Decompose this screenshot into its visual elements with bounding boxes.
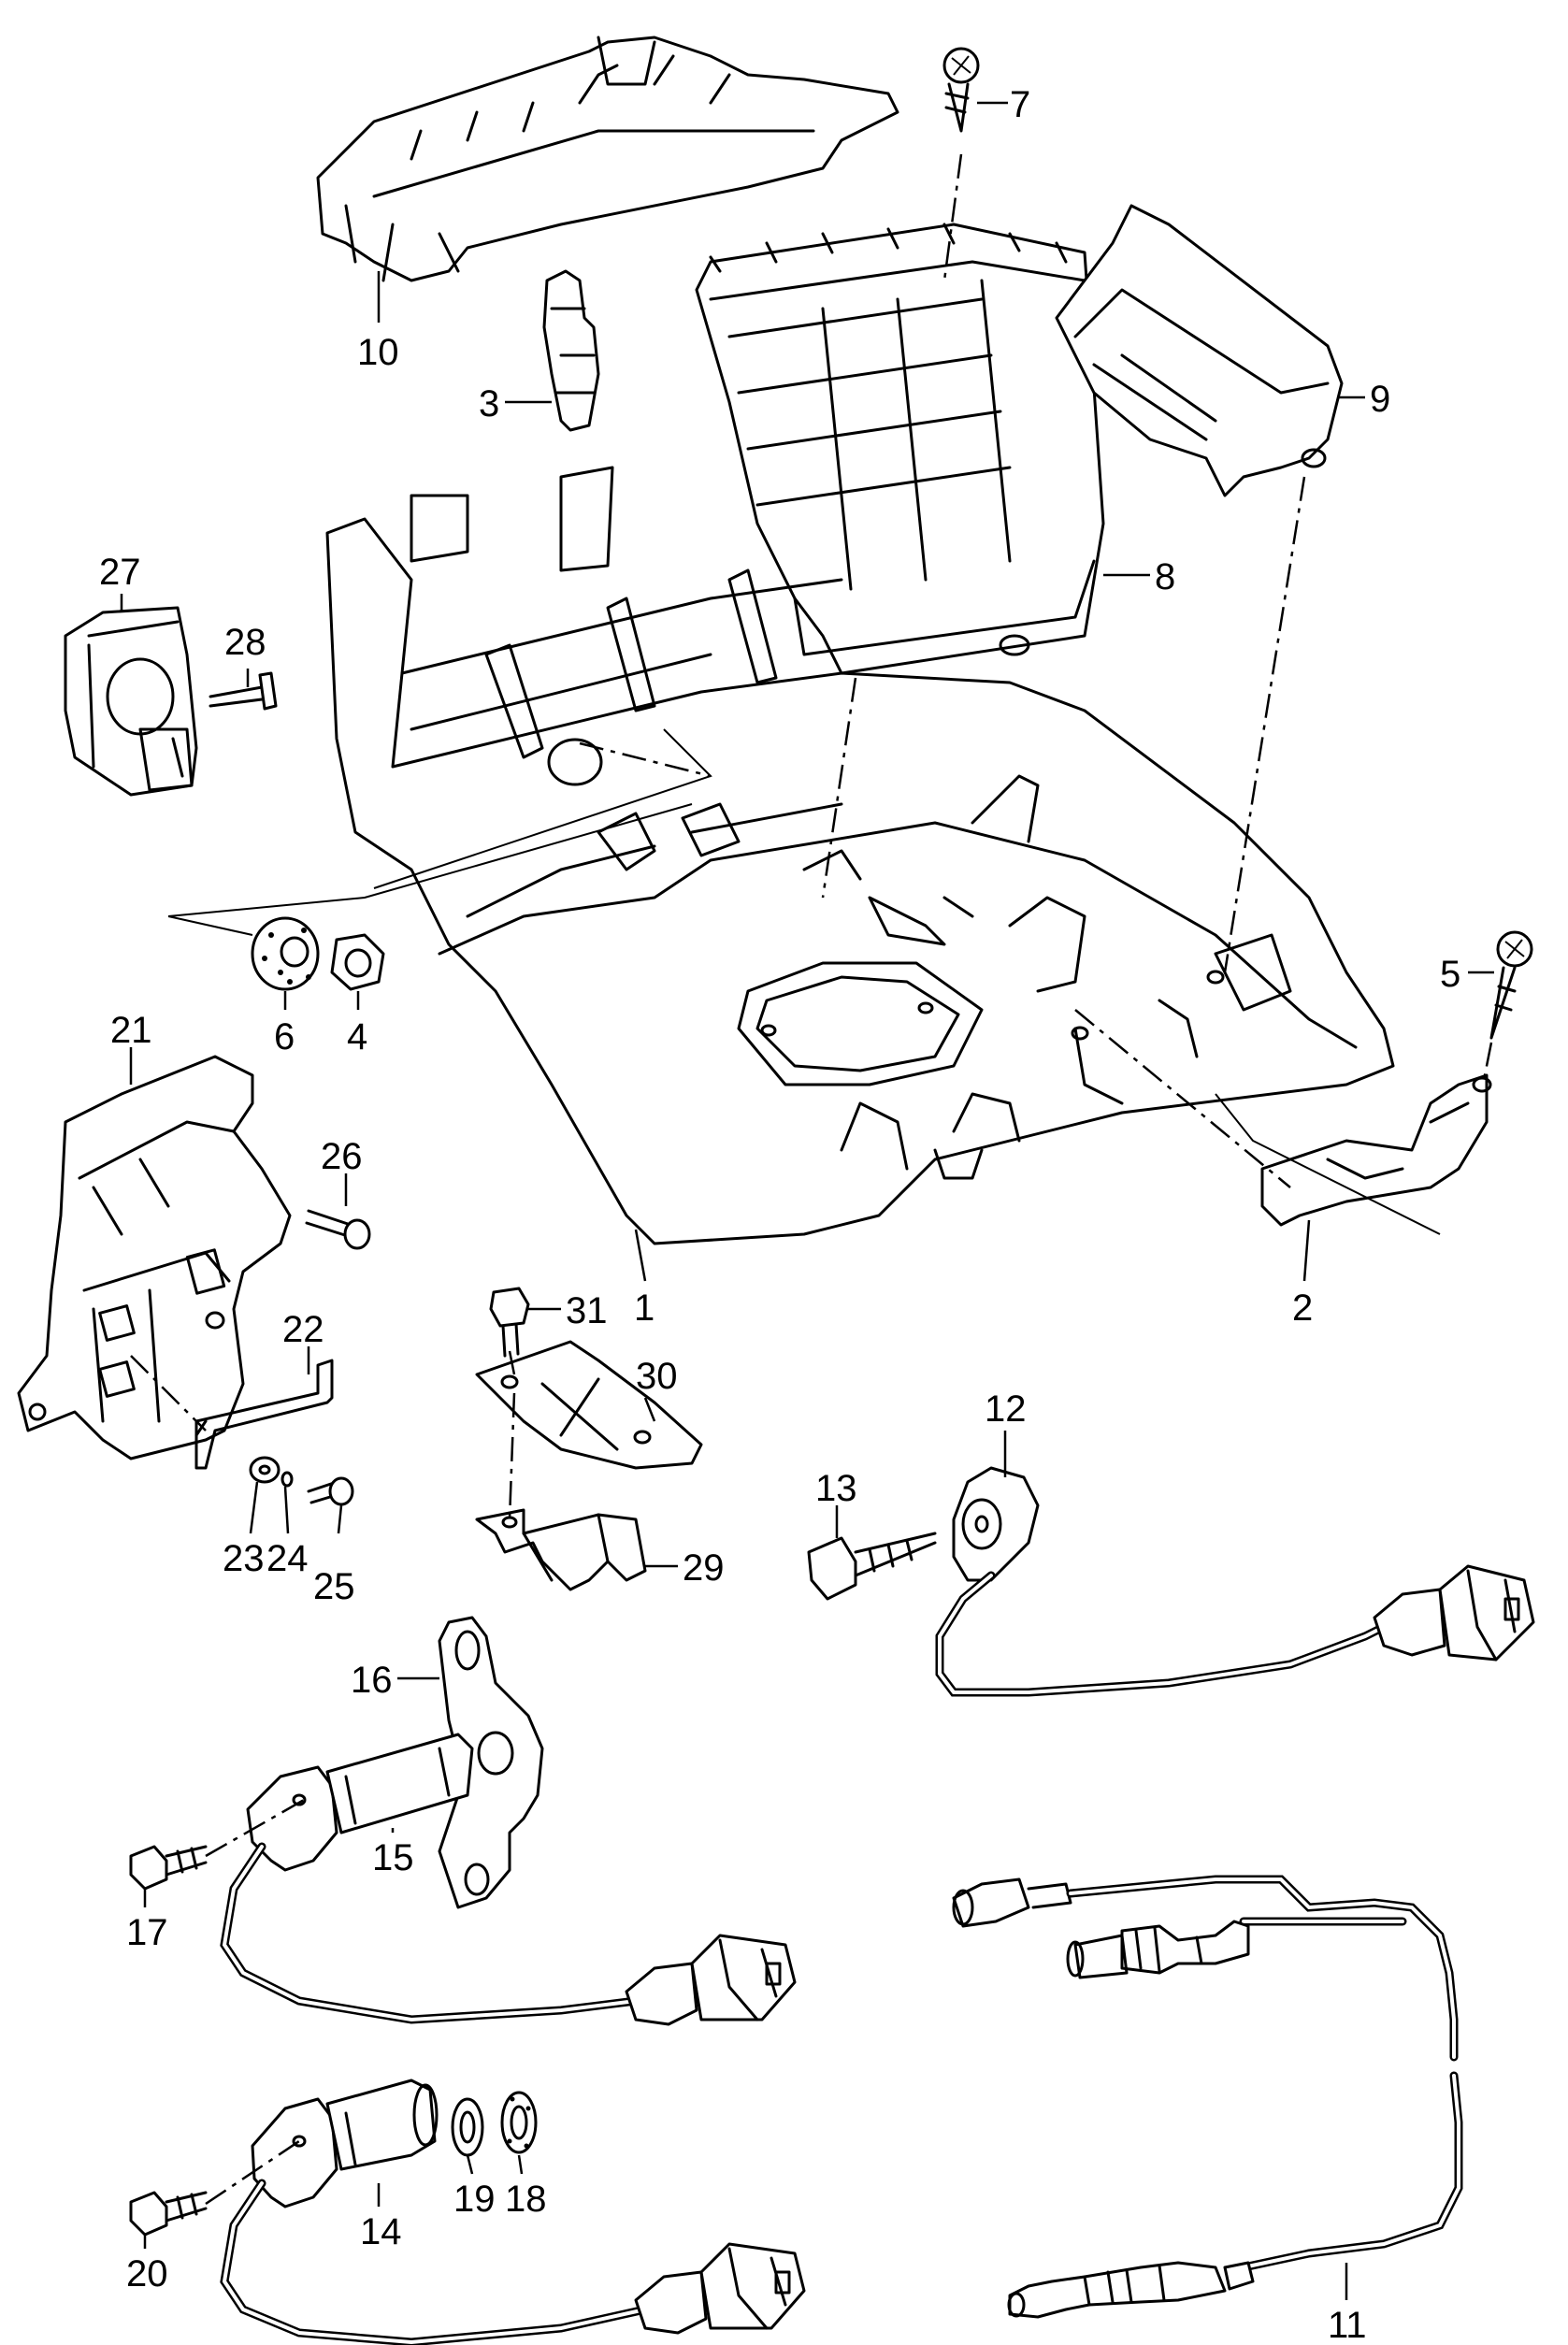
part-7-screw [942, 47, 980, 133]
callout-26: 26 [321, 1136, 363, 1177]
part-10-relay-carrier [316, 36, 899, 282]
callout-6: 6 [274, 1016, 295, 1057]
part-8-control-unit [695, 223, 1105, 675]
callout-12: 12 [985, 1388, 1027, 1430]
callout-22: 22 [282, 1309, 324, 1350]
callout-7: 7 [1010, 84, 1030, 125]
part-15-sensor [220, 1733, 797, 2026]
callout-17: 17 [126, 1912, 168, 1953]
callout-5: 5 [1440, 954, 1460, 995]
callout-4: 4 [347, 1016, 367, 1057]
assembly-lines [130, 153, 1493, 2206]
part-27-relay [64, 606, 198, 797]
callout-3: 3 [479, 383, 499, 424]
callout-15: 15 [372, 1837, 414, 1878]
part-18-washer [500, 2091, 538, 2154]
part-31-bolt [489, 1287, 530, 1358]
part-28-screw [209, 671, 278, 711]
part-6-grommet [251, 916, 320, 991]
callout-11: 11 [1328, 2305, 1367, 2345]
callout-28: 28 [224, 622, 266, 663]
part-22-frame [194, 1359, 334, 1470]
part-19-washer [451, 2097, 484, 2157]
part-1-tray [325, 466, 1395, 1245]
callout-21: 21 [110, 1010, 152, 1051]
callout-20: 20 [126, 2253, 168, 2295]
part-3-clip [542, 269, 600, 432]
part-24-ring [281, 1471, 294, 1488]
leader-lines [120, 101, 1494, 2300]
callout-1: 1 [634, 1288, 655, 1329]
callout-labels: 1 2 3 4 5 6 7 8 9 10 11 12 13 14 15 16 1… [99, 84, 1460, 2345]
callout-16: 16 [351, 1660, 393, 1701]
part-14-sensor [220, 2079, 806, 2345]
part-26-screw [305, 1209, 371, 1250]
part-4-nut [330, 933, 385, 991]
part-30-plate [475, 1340, 703, 1470]
part-25-screw [307, 1476, 354, 1506]
callout-10: 10 [357, 332, 399, 373]
callout-23: 23 [223, 1538, 265, 1579]
part-13-screw [807, 1532, 937, 1601]
callout-19: 19 [453, 2179, 496, 2220]
callout-18: 18 [505, 2179, 547, 2220]
part-17-bolt [129, 1845, 208, 1891]
callout-24: 24 [266, 1538, 309, 1579]
part-9-module [1055, 204, 1344, 497]
callout-14: 14 [360, 2211, 402, 2252]
part-5-screw [1489, 930, 1533, 1040]
callout-30: 30 [636, 1356, 678, 1397]
part-23-washer [249, 1456, 281, 1484]
part-12-knock-sensor [935, 1466, 1535, 1697]
part-11-lambda-probe [952, 1875, 1463, 2319]
callout-8: 8 [1155, 556, 1175, 597]
part-29-bracket [475, 1508, 647, 1591]
callout-25: 25 [313, 1566, 355, 1607]
callout-27: 27 [99, 552, 141, 593]
callout-13: 13 [815, 1468, 857, 1509]
part-21-holder [17, 1055, 292, 1460]
callout-2: 2 [1292, 1288, 1313, 1329]
callout-9: 9 [1370, 379, 1390, 420]
guide-lines [167, 728, 1441, 1235]
part-20-bolt [129, 2191, 208, 2237]
callout-29: 29 [683, 1547, 725, 1589]
callout-31: 31 [566, 1290, 608, 1331]
part-2-bracket [1260, 1073, 1492, 1227]
